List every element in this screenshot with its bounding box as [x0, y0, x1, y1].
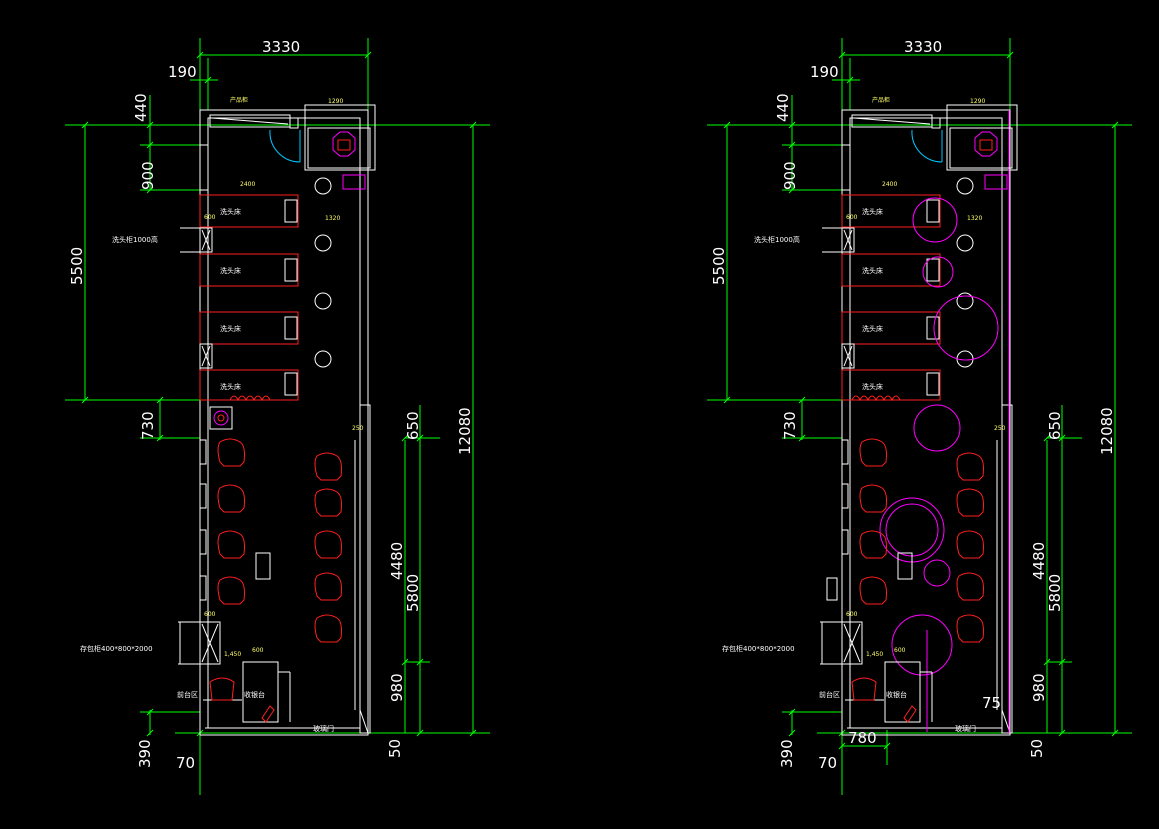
dim-1290: 1290: [970, 98, 985, 105]
dim-390: 390: [136, 739, 154, 768]
dim-600a: 600: [846, 214, 858, 221]
dim-650: 650: [1046, 411, 1064, 440]
label-wash-bed-4: 洗头床: [862, 382, 883, 391]
styling-chairs: [859, 438, 984, 643]
label-wash-bed-1: 洗头床: [220, 207, 241, 216]
dim-70: 70: [176, 754, 195, 772]
label-cashier: 收银台: [244, 690, 265, 699]
dim-4480: 4480: [388, 542, 406, 580]
dim-1290: 1290: [328, 98, 343, 105]
dim-5800: 5800: [404, 574, 422, 612]
label-front-desk-area: 前台区: [819, 690, 840, 699]
label-wash-bed-2: 洗头床: [862, 266, 883, 275]
dim-1450: 1,450: [866, 651, 883, 658]
label-storage-cabinet: 存包柜400*800*2000: [722, 644, 795, 653]
label-entrance: 玻璃门: [313, 724, 334, 733]
dim-390: 390: [778, 739, 796, 768]
label-wash-bed-4: 洗头床: [220, 382, 241, 391]
dimension-lines: [65, 38, 490, 795]
label-storage-cabinet: 存包柜400*800*2000: [80, 644, 153, 653]
walls: [199, 104, 376, 736]
dim-70: 70: [818, 754, 837, 772]
cashier-desk: 1,450 600 前台区 收银台 玻璃门 250: [177, 425, 364, 733]
dim-650: 650: [404, 411, 422, 440]
label-wash-bed-3: 洗头床: [220, 324, 241, 333]
label-entrance: 玻璃门: [955, 724, 976, 733]
walls: [841, 104, 1018, 736]
dim-980: 980: [388, 673, 406, 702]
product-cabinet: 产品柜 1290: [851, 96, 985, 129]
cashier-desk: 1,450 600 前台区 收银台 玻璃门 250: [819, 425, 1006, 733]
storage-cabinet: 600 存包柜400*800*2000: [722, 611, 863, 665]
dim-wall-190: 190: [810, 63, 839, 81]
dim-wall-190: 190: [168, 63, 197, 81]
shampoo-cabinet: 600 洗头柜1000高: [754, 214, 858, 369]
label-wash-bed-1: 洗头床: [862, 207, 883, 216]
dim-5800: 5800: [1046, 574, 1064, 612]
wash-beds: 洗头床 洗头床 洗头床 洗头床 2400 1320: [841, 181, 982, 401]
dim-600b: 600: [204, 611, 216, 618]
round-stools: [956, 177, 974, 368]
dimension-texts: 3330 190 440 900 5500 730 650 4480 5800 …: [68, 38, 474, 772]
product-cabinet: 产品柜 1290: [209, 96, 343, 129]
floor-plan-right: 产品柜 1290 洗头床 洗头床 洗头床 洗头床 2400 1320: [707, 38, 1132, 795]
dim-250: 250: [352, 425, 364, 432]
dim-75: 75: [982, 694, 1001, 712]
dim-5500: 5500: [710, 247, 728, 285]
shampoo-cabinet: 600 洗头柜1000高: [112, 214, 216, 369]
dim-900: 900: [781, 161, 799, 190]
storage-cabinet: 600 存包柜400*800*2000: [80, 611, 221, 665]
dim-2400: 2400: [882, 181, 897, 188]
toilet: [911, 127, 1013, 190]
dim-600a: 600: [204, 214, 216, 221]
dim-730: 730: [781, 411, 799, 440]
dim-440: 440: [774, 93, 792, 122]
label-shampoo-cabinet: 洗头柜1000高: [754, 235, 800, 244]
dim-1320: 1320: [967, 215, 982, 222]
dim-2400: 2400: [240, 181, 255, 188]
dim-600b: 600: [846, 611, 858, 618]
dim-12080: 12080: [456, 407, 474, 455]
dim-730: 730: [139, 411, 157, 440]
label-cashier: 收银台: [886, 690, 907, 699]
mirror-stations-left: [199, 439, 207, 601]
label-front-desk-area: 前台区: [177, 690, 198, 699]
dim-top-width: 3330: [262, 38, 300, 56]
mirror-stations-left: [826, 439, 849, 601]
floor-plan-left: 产品柜 1290 洗头床 洗头床 洗头床 洗头床 2400: [65, 38, 490, 795]
dim-900: 900: [139, 161, 157, 190]
dim-50: 50: [386, 739, 404, 758]
round-stools: [314, 177, 332, 368]
dim-1450: 1,450: [224, 651, 241, 658]
dim-4480: 4480: [1030, 542, 1048, 580]
dim-600c: 600: [252, 647, 264, 654]
dim-780: 780: [848, 729, 877, 747]
dimension-ticks: [81, 51, 477, 737]
dim-980: 980: [1030, 673, 1048, 702]
dim-50: 50: [1028, 739, 1046, 758]
dimension-texts: 3330 190 440 900 5500 730 650 4480 5800 …: [710, 38, 1116, 772]
dim-440: 440: [132, 93, 150, 122]
heater: [209, 395, 271, 430]
dim-top-width: 3330: [904, 38, 942, 56]
label-shampoo-cabinet: 洗头柜1000高: [112, 235, 158, 244]
dim-5500: 5500: [68, 247, 86, 285]
label-wash-bed-3: 洗头床: [862, 324, 883, 333]
label-product-cabinet: 产品柜: [230, 96, 248, 104]
wash-beds: 洗头床 洗头床 洗头床 洗头床 2400 1320: [199, 181, 340, 401]
dim-600c: 600: [894, 647, 906, 654]
label-wash-bed-2: 洗头床: [220, 266, 241, 275]
dim-12080: 12080: [1098, 407, 1116, 455]
toilet: [269, 127, 371, 190]
dim-250: 250: [994, 425, 1006, 432]
styling-chairs: [217, 438, 342, 643]
label-product-cabinet: 产品柜: [872, 96, 890, 104]
heater: [851, 395, 901, 402]
dim-1320: 1320: [325, 215, 340, 222]
